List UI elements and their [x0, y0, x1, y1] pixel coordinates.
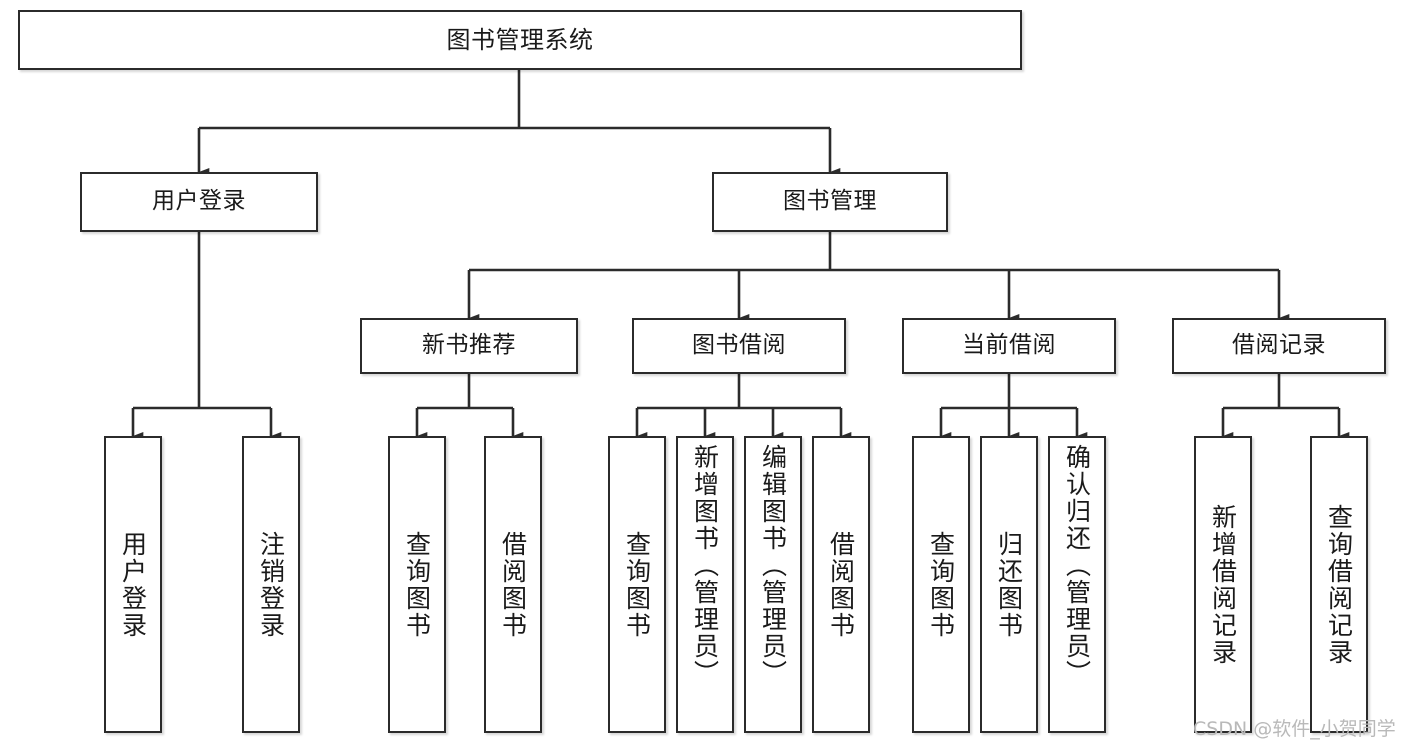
node-new-book-recommend[interactable]: 新书推荐 — [360, 318, 578, 374]
node-leaf-query-record[interactable]: 查询借阅记录 — [1310, 436, 1368, 733]
node-leaf-add-record[interactable]: 新增借阅记录 — [1194, 436, 1252, 733]
node-leaf-query-book-3-label: 查询图书 — [926, 530, 956, 639]
csdn-watermark: CSDN @软件_小贺同学 — [1193, 718, 1396, 740]
node-book-borrow-label: 图书借阅 — [692, 332, 786, 359]
node-leaf-query-record-label: 查询借阅记录 — [1324, 503, 1354, 666]
node-leaf-query-book-1-label: 查询图书 — [402, 530, 432, 639]
node-leaf-add-book[interactable]: 新增图书（管理员） — [676, 436, 734, 733]
node-root[interactable]: 图书管理系统 — [18, 10, 1022, 70]
node-root-label: 图书管理系统 — [446, 25, 594, 54]
node-leaf-confirm-return[interactable]: 确认归还（管理员） — [1048, 436, 1106, 733]
node-leaf-query-book-3[interactable]: 查询图书 — [912, 436, 970, 733]
node-leaf-query-book-2-label: 查询图书 — [622, 530, 652, 639]
node-leaf-borrow-book-2[interactable]: 借阅图书 — [812, 436, 870, 733]
node-leaf-query-book-1[interactable]: 查询图书 — [388, 436, 446, 733]
node-leaf-borrow-book-2-label: 借阅图书 — [826, 530, 856, 639]
node-leaf-add-book-label: 新增图书（管理员） — [690, 444, 720, 687]
node-leaf-return-book[interactable]: 归还图书 — [980, 436, 1038, 733]
node-borrow-record[interactable]: 借阅记录 — [1172, 318, 1386, 374]
node-book-borrow[interactable]: 图书借阅 — [632, 318, 846, 374]
node-leaf-logout-label: 注销登录 — [256, 530, 286, 639]
node-current-borrow[interactable]: 当前借阅 — [902, 318, 1116, 374]
node-leaf-return-book-label: 归还图书 — [994, 530, 1024, 639]
node-user-login[interactable]: 用户登录 — [80, 172, 318, 232]
node-new-book-recommend-label: 新书推荐 — [422, 332, 516, 359]
node-leaf-borrow-book-1[interactable]: 借阅图书 — [484, 436, 542, 733]
node-leaf-logout[interactable]: 注销登录 — [242, 436, 300, 733]
node-current-borrow-label: 当前借阅 — [962, 332, 1056, 359]
node-book-management[interactable]: 图书管理 — [712, 172, 948, 232]
node-book-management-label: 图书管理 — [783, 188, 877, 215]
node-leaf-borrow-book-1-label: 借阅图书 — [498, 530, 528, 639]
node-leaf-query-book-2[interactable]: 查询图书 — [608, 436, 666, 733]
node-leaf-user-login-label: 用户登录 — [118, 530, 148, 639]
node-leaf-confirm-return-label: 确认归还（管理员） — [1062, 444, 1092, 687]
node-borrow-record-label: 借阅记录 — [1232, 332, 1326, 359]
node-leaf-edit-book[interactable]: 编辑图书（管理员） — [744, 436, 802, 733]
node-user-login-label: 用户登录 — [152, 188, 246, 215]
node-leaf-edit-book-label: 编辑图书（管理员） — [758, 444, 788, 687]
node-leaf-user-login[interactable]: 用户登录 — [104, 436, 162, 733]
node-leaf-add-record-label: 新增借阅记录 — [1208, 503, 1238, 666]
